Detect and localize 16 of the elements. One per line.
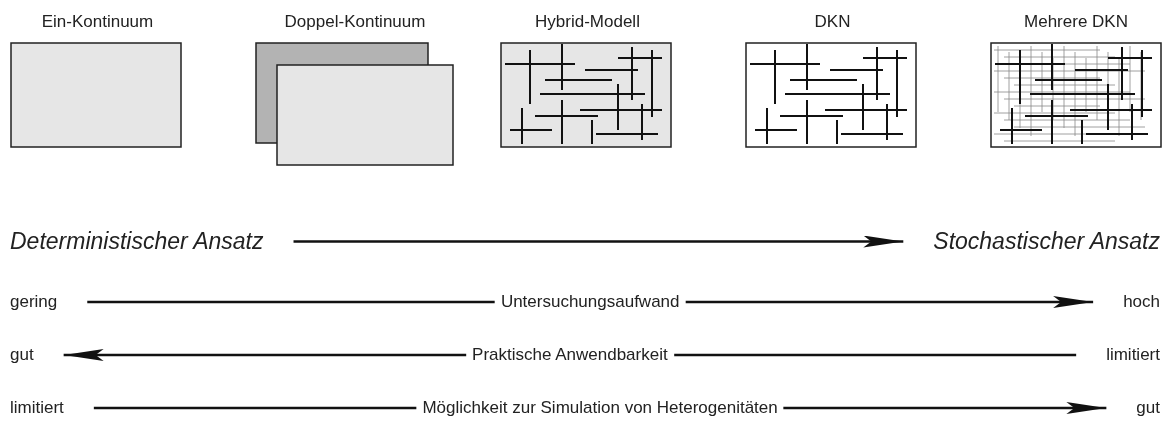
rating-label: gut bbox=[10, 345, 34, 365]
model-title: DKN bbox=[813, 12, 852, 32]
edge-label: Untersuchungsaufwand bbox=[494, 292, 686, 312]
edge-label: Möglichkeit zur Simulation von Heterogenitäten bbox=[416, 398, 784, 418]
rating-label: limitiert bbox=[1106, 345, 1160, 365]
rating-label: hoch bbox=[1123, 292, 1160, 312]
model-title: Hybrid-Modell bbox=[534, 12, 641, 32]
model-title: Doppel-Kontinuum bbox=[283, 12, 427, 32]
model-title: Ein-Kontinuum bbox=[40, 12, 155, 32]
model-title: Mehrere DKN bbox=[1023, 12, 1129, 32]
rating-label: gering bbox=[10, 292, 58, 312]
approach-label: Stochastischer Ansatz bbox=[933, 228, 1160, 255]
rating-label: limitiert bbox=[10, 398, 64, 418]
arrow bbox=[293, 235, 904, 248]
rating-label: gut bbox=[1136, 398, 1160, 418]
approach-label: Deterministischer Ansatz bbox=[10, 228, 264, 255]
